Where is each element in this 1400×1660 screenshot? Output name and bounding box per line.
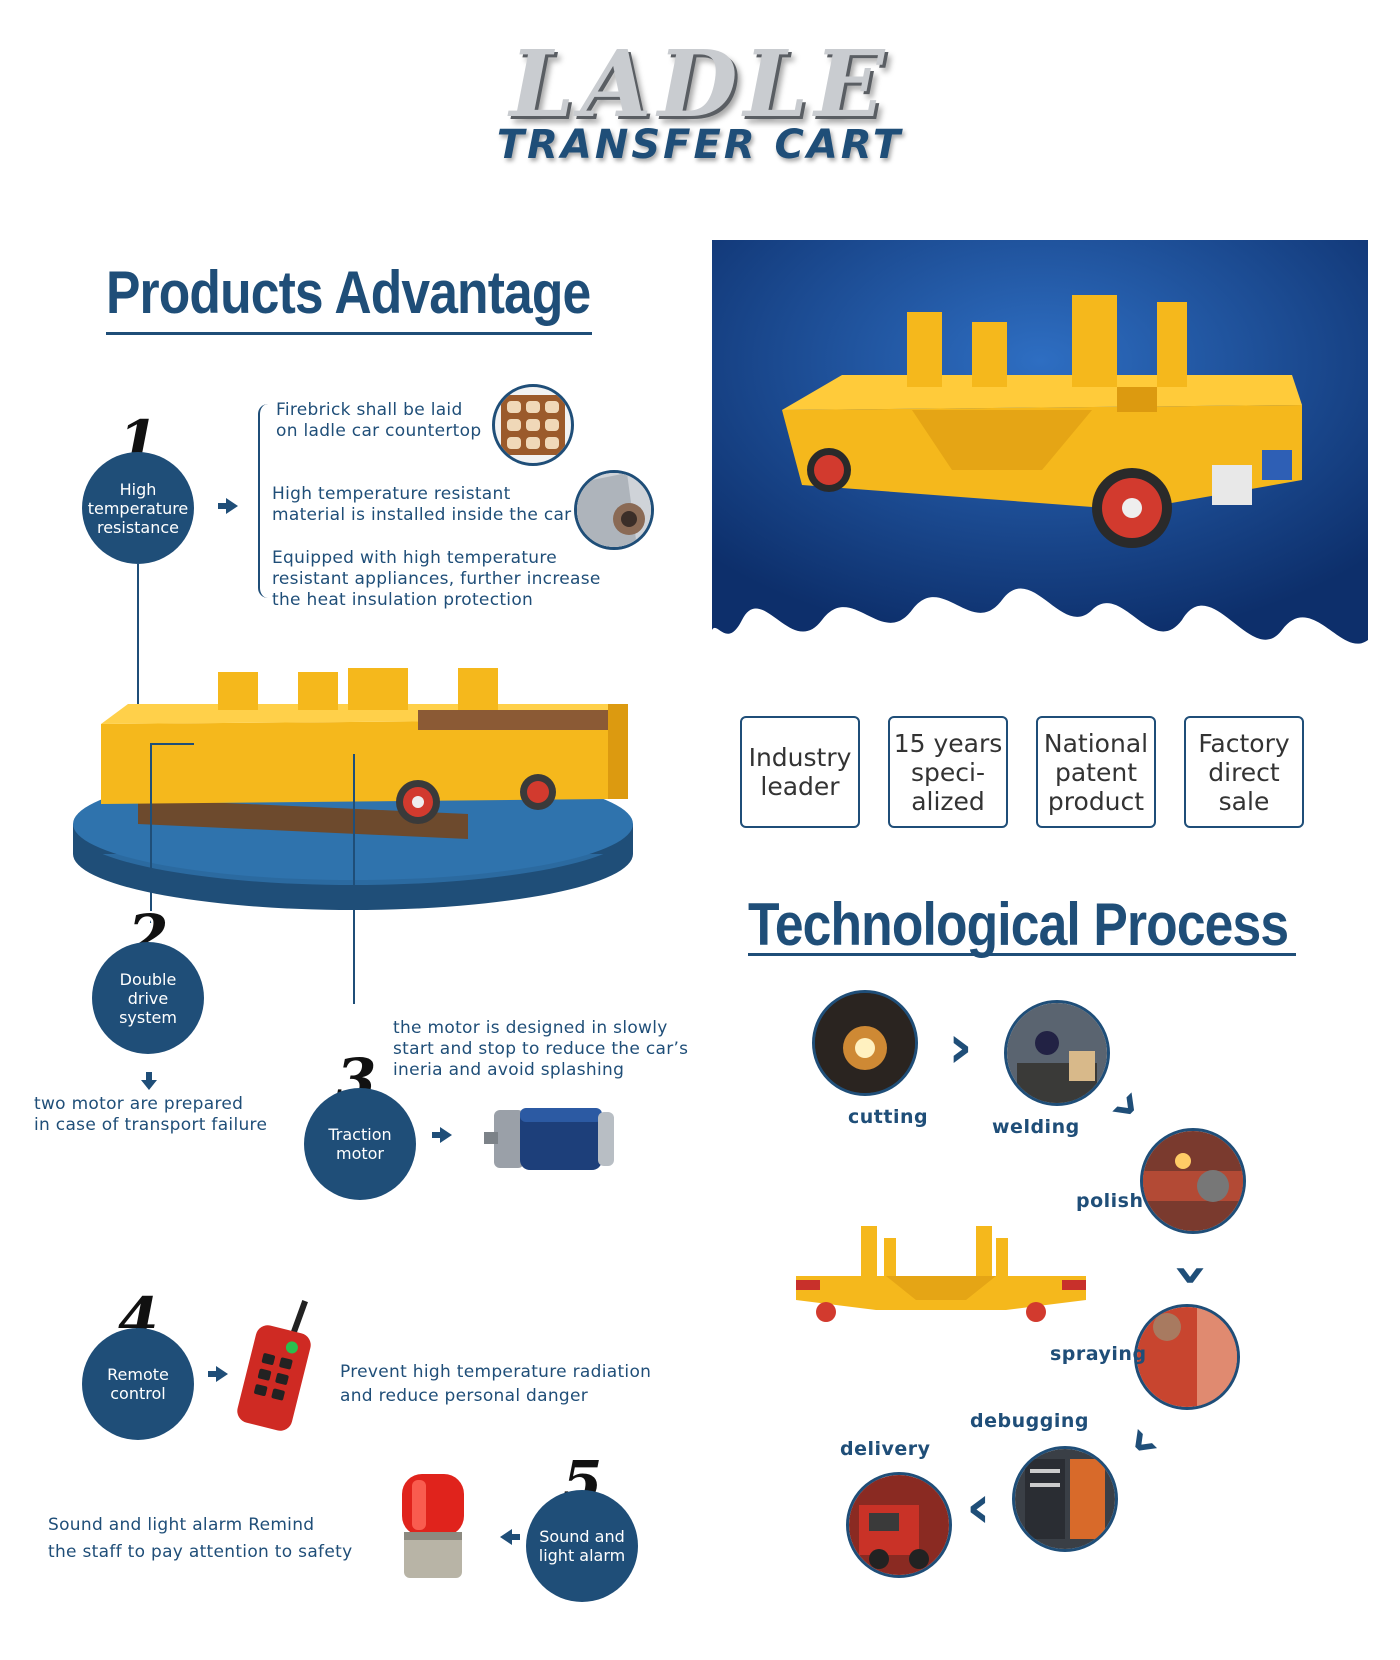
step-debugging-label: debugging [970,1410,1089,1432]
chevron-down-icon: › [1157,1262,1228,1288]
remote-control-image [226,1300,326,1436]
connector-line [137,564,139,712]
chevron-left-icon: ‹ [966,1472,991,1542]
alarm-light-image [398,1466,468,1586]
feature-15-years: 15 years speci- alized [888,716,1008,828]
item-5-circle: Sound and light alarm [526,1490,638,1602]
step-welding-label: welding [992,1116,1080,1138]
welding-image [1004,1000,1110,1106]
insulation-roll-image [574,470,654,550]
delivery-image [846,1472,952,1578]
item-1-point-3: Equipped with high temperature resistant… [272,548,601,610]
arrow-right-icon [432,1127,452,1143]
item-4-note: Prevent high temperature radiation and r… [340,1362,652,1406]
connector-line [150,743,194,745]
brace-bracket [258,404,270,598]
ladle-cart-platform-image [68,664,668,924]
item-5-note: Sound and light alarm Remind the staff t… [48,1515,353,1562]
item-2-circle: Double drive system [92,942,204,1054]
arrow-down-icon [141,1072,157,1090]
step-cutting-label: cutting [848,1106,929,1128]
feature-industry-leader: Industry leader [740,716,860,828]
item-3-note: the motor is designed in slowly start an… [393,1018,689,1080]
feature-factory-direct: Factory direct sale [1184,716,1304,828]
advantage-title-rule [106,332,592,335]
step-spraying-label: spraying [1050,1343,1147,1365]
advantage-title: Products Advantage [106,259,591,326]
item-1-point-2: High temperature resistant material is i… [272,484,572,525]
debugging-image [1012,1446,1118,1552]
item-1-circle: High temperature resistance [82,452,194,564]
hero-subtitle: TRANSFER CART [496,122,904,168]
cutting-image [812,990,918,1096]
finished-cart-image [796,1216,1086,1322]
connector-line [353,754,355,1004]
spraying-image [1134,1304,1240,1410]
item-3-circle: Traction motor [304,1088,416,1200]
firebrick-image [492,384,574,466]
traction-motor-image [484,1090,620,1186]
item-2-note: two motor are prepared in case of transp… [34,1094,268,1135]
step-polish-label: polish [1076,1190,1144,1212]
item-1-point-1: Firebrick shall be laid on ladle car cou… [276,400,482,441]
chevron-down-icon: › [1110,1411,1178,1479]
chevron-right-icon: › [948,1012,973,1082]
arrow-right-icon [218,498,238,514]
product-banner-image [712,240,1368,680]
item-4-circle: Remote control [82,1328,194,1440]
feature-national-patent: National patent product [1036,716,1156,828]
step-delivery-label: delivery [840,1438,931,1460]
arrow-left-icon [500,1529,520,1545]
process-title: Technological Process [748,891,1289,958]
arrow-right-icon [208,1366,228,1382]
connector-line [150,743,152,923]
hero-title: LADLE [509,30,891,138]
chevron-down-icon: › [1094,1071,1162,1139]
polish-image [1140,1128,1246,1234]
process-title-rule [748,953,1296,956]
